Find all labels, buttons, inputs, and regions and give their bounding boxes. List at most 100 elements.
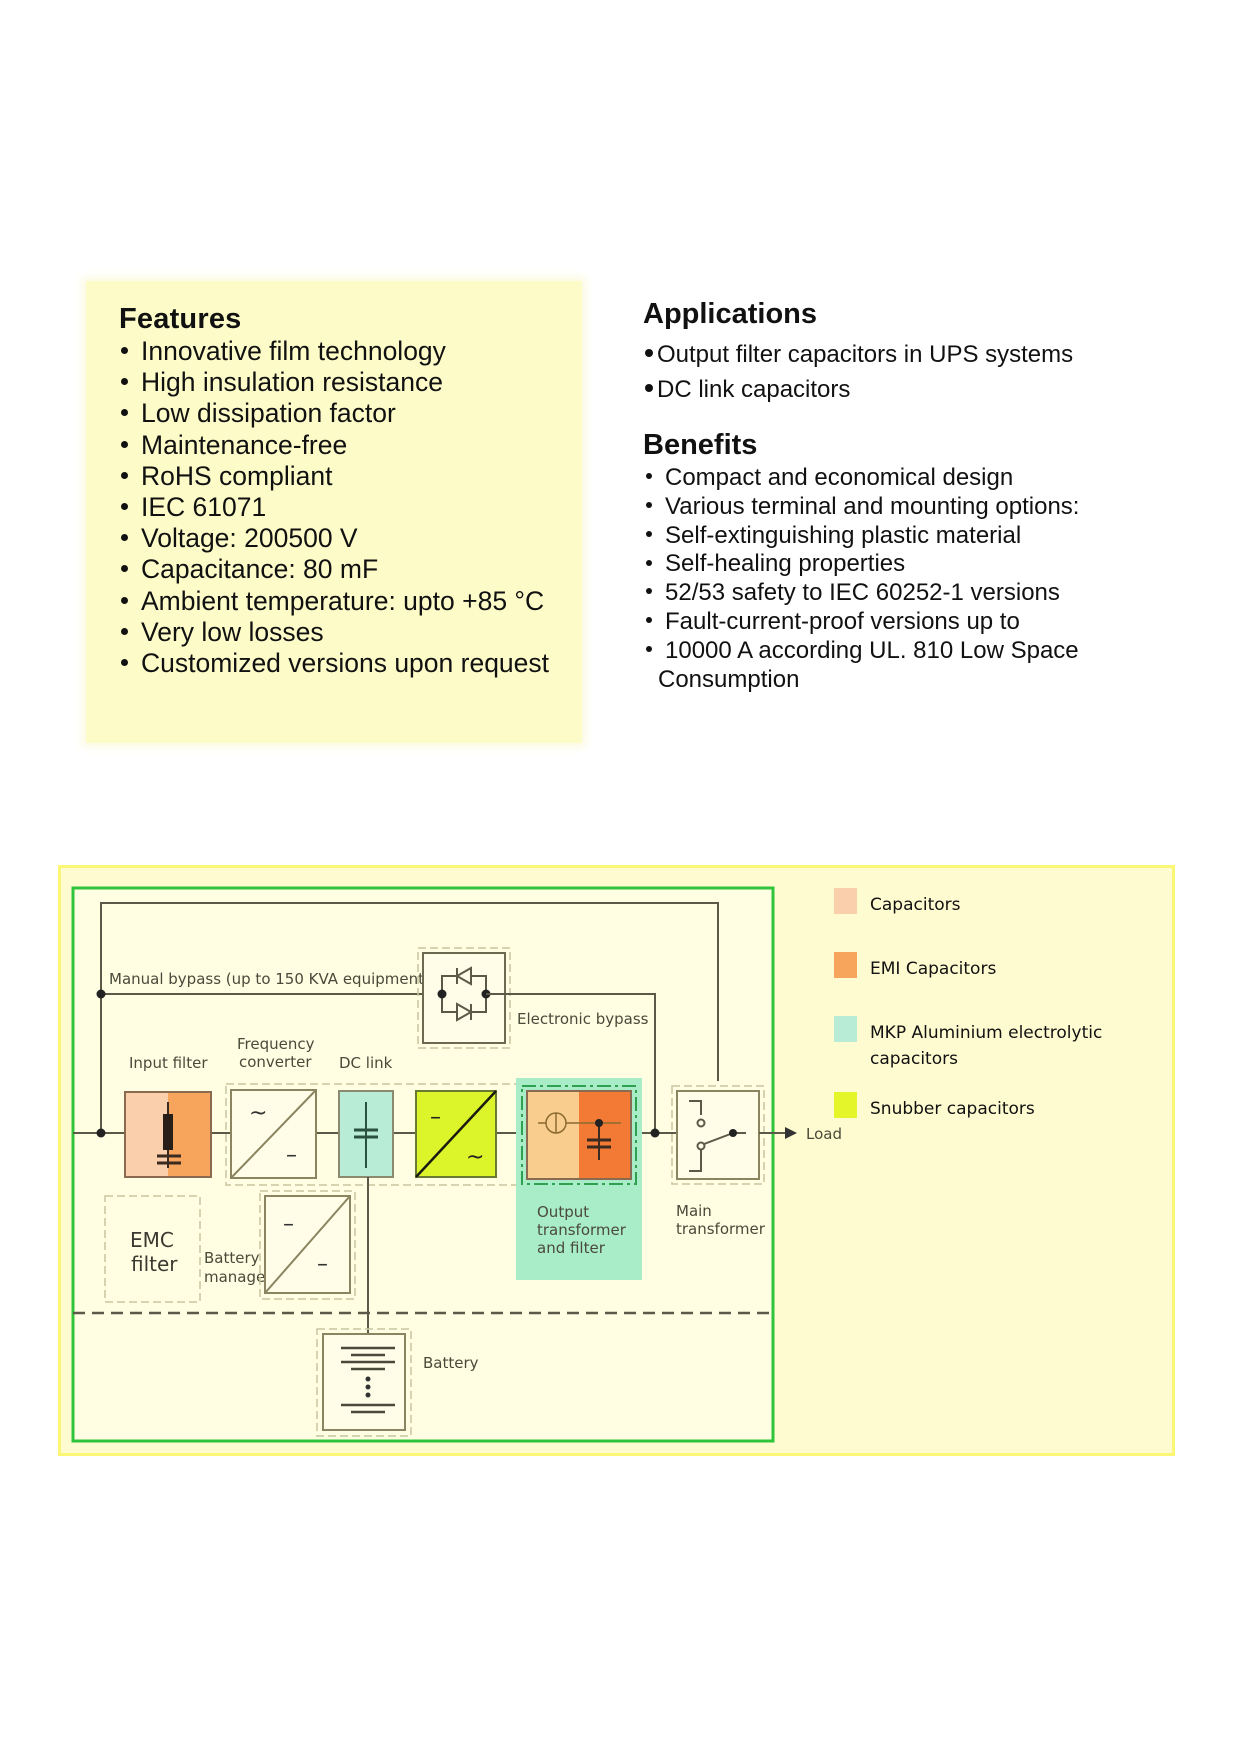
bullet-icon	[646, 645, 652, 652]
load-arrow-icon	[785, 1127, 797, 1139]
main-transformer-label-2: transformer	[676, 1220, 766, 1238]
capacitor-icon	[354, 1102, 378, 1168]
benefits-title: Benefits	[643, 429, 758, 461]
bullet-icon	[121, 565, 128, 573]
bullet-icon	[121, 347, 128, 354]
bullet-icon	[646, 559, 652, 566]
battery-outline	[316, 1328, 412, 1437]
feature-text: Capacitance: 80 mF	[141, 554, 379, 585]
benefit-text: Self-extinguishing plastic material	[665, 521, 1022, 549]
feature-item: Innovative film technology	[119, 336, 549, 367]
application-text: DC link capacitors	[657, 376, 851, 403]
output-transformer-region	[527, 1091, 579, 1179]
rectifier-diagonal	[230, 1089, 317, 1179]
emc-filter-label-2: filter	[131, 1252, 178, 1276]
legend-label: Snubber capacitors	[870, 1099, 1035, 1119]
legend-swatch	[834, 1016, 857, 1042]
battery-block	[322, 1333, 406, 1431]
benefit-text: Compact and economical design	[665, 464, 1014, 491]
benefit-item: Self-extinguishing plastic material	[643, 522, 1079, 551]
feature-item: Customized versions upon request	[119, 648, 549, 679]
feature-item: Capacitance: 80 mF	[119, 554, 549, 585]
benefit-text: Self-healing properties	[665, 550, 906, 578]
manual-bypass-label: Manual bypass (up to 150 KVA equipment)	[109, 970, 430, 988]
output-filter-outline	[521, 1085, 637, 1185]
battery-manager-label-2: manager	[204, 1268, 272, 1286]
input-filter-label: Input filter	[129, 1054, 208, 1072]
application-item: Output filter capacitors in UPS systems	[643, 337, 1073, 372]
battery-dot	[365, 1392, 371, 1398]
electronic-bypass-line	[486, 993, 656, 1133]
junction-dot	[437, 989, 447, 999]
output-filter-emi-region	[579, 1091, 631, 1179]
bullet-icon	[121, 440, 128, 448]
output-filter-block	[526, 1090, 632, 1180]
battery-label: Battery	[423, 1354, 479, 1372]
electronic-bypass-label: Electronic bypass	[517, 1010, 649, 1028]
main-transformer-label-1: Main	[676, 1202, 712, 1220]
frequency-converter-label-2: converter	[239, 1053, 312, 1071]
feature-item: Very low losses	[119, 617, 549, 648]
transformer-capacitor-icon	[538, 1112, 621, 1160]
feature-text: Voltage: 200500 V	[141, 523, 358, 554]
ups-block-diagram: Manual bypass (up to 150 KVA equipment) …	[58, 865, 1175, 1456]
feature-item: Maintenance-free	[119, 430, 549, 461]
bullet-icon	[121, 534, 128, 542]
junction-dot	[96, 989, 106, 999]
dc-symbol: –	[317, 1252, 328, 1277]
dc-symbol: –	[283, 1212, 294, 1237]
battery-dot	[365, 1384, 371, 1390]
bullet-icon	[121, 627, 128, 635]
feature-item: Voltage: 200500 V	[119, 523, 549, 554]
legend-swatch	[834, 888, 857, 914]
main-transformer-outline	[671, 1085, 765, 1185]
feature-text: Very low losses	[141, 616, 324, 647]
battery-manager-outline	[259, 1190, 356, 1300]
feature-text: Low dissipation factor	[141, 398, 396, 429]
legend-label: Capacitors	[870, 895, 961, 915]
output-label-1: Output	[537, 1203, 589, 1221]
thyristor-pair-icon	[441, 966, 487, 1022]
junction-dot	[96, 1128, 106, 1138]
feature-item: IEC 61071	[119, 492, 549, 523]
inverter-diagonal	[415, 1090, 497, 1178]
feature-text: Customized versions upon request	[141, 648, 550, 679]
benefit-item: 52/53 safety to IEC 60252-1 versions	[643, 579, 1079, 608]
legend-label: MKP Aluminium electrolytic capacitors	[870, 1023, 1103, 1069]
benefit-text: Various terminal and mounting options:	[665, 492, 1080, 520]
feature-item: High insulation resistance	[119, 367, 549, 398]
legend-label: EMI Capacitors	[870, 959, 997, 979]
feature-text: Ambient temperature: upto +85 °C	[141, 585, 545, 616]
emc-filter-label-1: EMC	[130, 1228, 174, 1252]
legend-swatch	[834, 1092, 857, 1118]
bullet-icon	[121, 503, 128, 511]
dc-link-label: DC link	[339, 1054, 393, 1072]
benefit-text: 10000 A according UL. 810 Low Space	[665, 636, 1079, 664]
legend-swatch	[834, 952, 857, 978]
bullet-icon	[121, 596, 128, 604]
resistor-capacitor-icon	[157, 1102, 181, 1168]
frequency-converter-label-1: Frequency	[237, 1035, 315, 1053]
benefit-item: Various terminal and mounting options:	[643, 493, 1079, 522]
bullet-icon	[645, 384, 653, 393]
ac-symbol: ~	[249, 1101, 267, 1126]
bullet-icon	[646, 617, 652, 624]
benefit-item: Self-healing properties	[643, 550, 1079, 579]
benefit-continuation: Consumption	[658, 665, 800, 693]
benefit-item: Compact and economical design	[643, 464, 1079, 493]
ac-symbol: ~	[466, 1145, 484, 1170]
application-item: DC link capacitors	[643, 372, 1073, 407]
feature-item: Ambient temperature: upto +85 °C	[119, 586, 549, 617]
bullet-icon	[121, 471, 128, 479]
benefit-text: 52/53 safety to IEC 60252-1 versions	[665, 579, 1060, 607]
junction-dot	[729, 1129, 737, 1137]
benefit-item: Fault-current-proof versions up to	[643, 608, 1079, 637]
battery-icon	[341, 1346, 395, 1414]
features-title: Features	[119, 303, 242, 335]
applications-title: Applications	[643, 298, 818, 330]
